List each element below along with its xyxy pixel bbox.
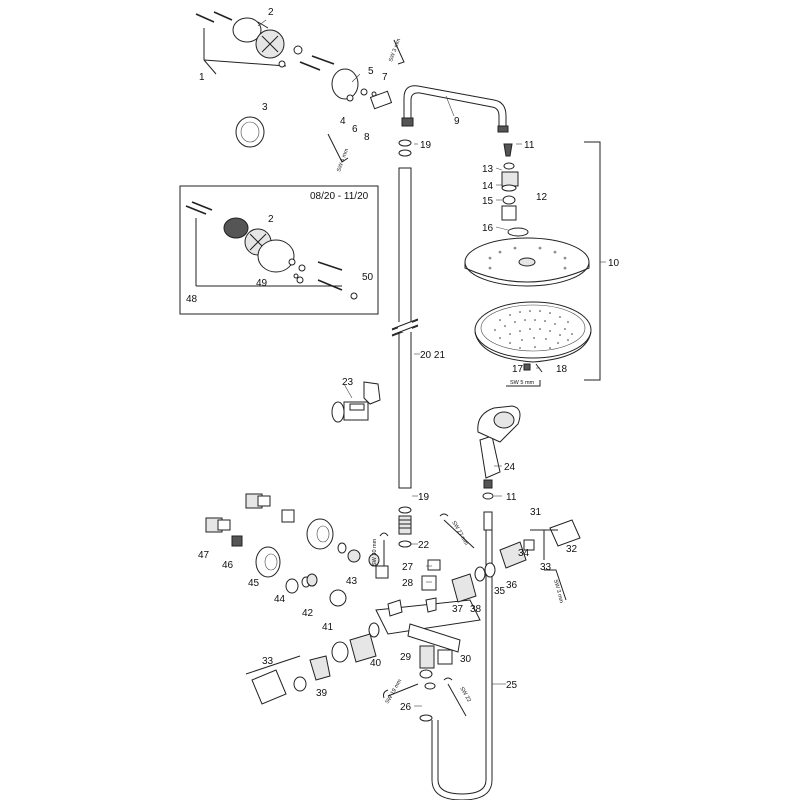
thermostat-body bbox=[375, 559, 481, 653]
callout-33-right: 33 bbox=[540, 562, 552, 573]
callout-13: 13 bbox=[482, 164, 494, 175]
inset-date-label: 08/20 - 11/20 bbox=[310, 191, 369, 202]
callout-38: 38 bbox=[470, 604, 482, 615]
callout-24: 24 bbox=[504, 462, 516, 473]
callout-1: 1 bbox=[199, 72, 205, 83]
callout-25: 25 bbox=[506, 680, 518, 691]
callout-2: 2 bbox=[268, 7, 274, 18]
callout-39: 39 bbox=[316, 688, 328, 699]
callout-27: 27 bbox=[402, 562, 414, 573]
tool-label: SW 4 mm bbox=[336, 148, 350, 173]
s-union-46 bbox=[231, 509, 295, 547]
callout-41: 41 bbox=[322, 622, 334, 633]
bracket-10 bbox=[584, 141, 601, 381]
hex-key-sw3-right: SW 3 mm bbox=[544, 569, 567, 604]
callout-2-inset: 2 bbox=[268, 214, 274, 225]
callout-40: 40 bbox=[370, 658, 382, 669]
wrench-sw19: SW 19 mm bbox=[383, 678, 419, 705]
shower-arm-9 bbox=[401, 85, 509, 133]
callout-20-21: 20 21 bbox=[420, 350, 445, 361]
tool-label: SW 30 mm bbox=[372, 538, 378, 566]
callout-29: 29 bbox=[400, 652, 412, 663]
cover-3 bbox=[235, 116, 265, 148]
tool-label: SW 3 mm bbox=[552, 579, 564, 604]
callout-37: 37 bbox=[452, 604, 464, 615]
callout-46: 46 bbox=[222, 560, 234, 571]
callout-30: 30 bbox=[460, 654, 472, 665]
callout-15: 15 bbox=[482, 196, 494, 207]
callout-labels: 1 2 3 4 5 6 7 8 9 10 11 12 13 14 15 16 1… bbox=[186, 7, 620, 713]
shower-hose-25 bbox=[431, 511, 493, 800]
callout-45: 45 bbox=[248, 578, 260, 589]
leader-lines bbox=[257, 19, 606, 707]
diverter-29-30 bbox=[419, 645, 453, 722]
nozzle-grid bbox=[494, 310, 573, 349]
wrench-sw30: SW 30 mm bbox=[372, 532, 389, 566]
callout-33-left: 33 bbox=[262, 656, 274, 667]
callout-19-top: 19 bbox=[420, 140, 432, 151]
callout-34: 34 bbox=[518, 548, 530, 559]
hex-key-sw3-top: SW 3 mm bbox=[388, 38, 405, 65]
callout-6: 6 bbox=[352, 124, 358, 135]
callout-19-lower: 19 bbox=[418, 492, 430, 503]
handle-left-33-39 bbox=[245, 622, 380, 705]
callout-11-lower: 11 bbox=[506, 492, 517, 503]
callout-16: 16 bbox=[482, 223, 494, 234]
slider-23 bbox=[331, 381, 381, 423]
callout-22: 22 bbox=[418, 540, 430, 551]
connector-47 bbox=[205, 493, 271, 533]
callout-9: 9 bbox=[454, 116, 460, 127]
cartridge-37-38 bbox=[451, 562, 496, 603]
callout-50: 50 bbox=[362, 272, 374, 283]
callout-43: 43 bbox=[346, 576, 358, 587]
callout-28: 28 bbox=[402, 578, 414, 589]
callout-23: 23 bbox=[342, 377, 354, 388]
rosette-5 bbox=[331, 68, 393, 110]
callout-5: 5 bbox=[368, 66, 374, 77]
callout-14: 14 bbox=[482, 181, 494, 192]
hand-shower-24 bbox=[477, 405, 521, 500]
callout-31: 31 bbox=[530, 507, 542, 518]
callout-7: 7 bbox=[382, 72, 388, 83]
callout-36: 36 bbox=[506, 580, 518, 591]
callout-35: 35 bbox=[494, 586, 506, 597]
inset-box-48 bbox=[179, 185, 379, 315]
handle-right-32-33 bbox=[499, 519, 581, 569]
callout-26: 26 bbox=[400, 702, 412, 713]
wrench-sw27: SW 27 mm bbox=[439, 513, 475, 549]
riser-pipe-20-21 bbox=[391, 139, 419, 489]
callout-18: 18 bbox=[556, 364, 568, 375]
overhead-top-dots bbox=[488, 246, 567, 270]
callout-47: 47 bbox=[198, 550, 210, 561]
callout-12: 12 bbox=[536, 192, 548, 203]
callout-17: 17 bbox=[512, 364, 524, 375]
callout-8: 8 bbox=[364, 132, 370, 143]
callout-3: 3 bbox=[262, 102, 268, 113]
overhead-connection-parts bbox=[501, 143, 529, 237]
hex-key-sw5: SW 5 mm bbox=[506, 380, 541, 387]
hex-key-sw4: SW 4 mm bbox=[327, 133, 350, 173]
callout-44: 44 bbox=[274, 594, 286, 605]
tool-label: SW 3 mm bbox=[388, 38, 402, 63]
slide-rail-lower bbox=[398, 506, 412, 548]
callout-48: 48 bbox=[186, 294, 198, 305]
tool-label: SW 19 mm bbox=[385, 678, 404, 705]
wrench-sw22: SW 22 bbox=[443, 677, 472, 717]
tool-label: SW 27 mm bbox=[450, 520, 469, 547]
wall-mount-screws-1 bbox=[195, 11, 335, 75]
overhead-shower-head-10 bbox=[464, 237, 592, 373]
callout-11-top: 11 bbox=[524, 140, 535, 151]
callout-49: 49 bbox=[256, 278, 268, 289]
tool-label: SW 22 bbox=[458, 686, 471, 703]
callout-10: 10 bbox=[608, 258, 620, 269]
callout-32: 32 bbox=[566, 544, 578, 555]
mounting-plate-2 bbox=[232, 17, 303, 68]
callout-42: 42 bbox=[302, 608, 314, 619]
nuts-41-44 bbox=[285, 542, 389, 607]
wall-rosette-45 bbox=[255, 518, 334, 578]
callout-4: 4 bbox=[340, 116, 346, 127]
tool-label: SW 5 mm bbox=[510, 380, 535, 386]
